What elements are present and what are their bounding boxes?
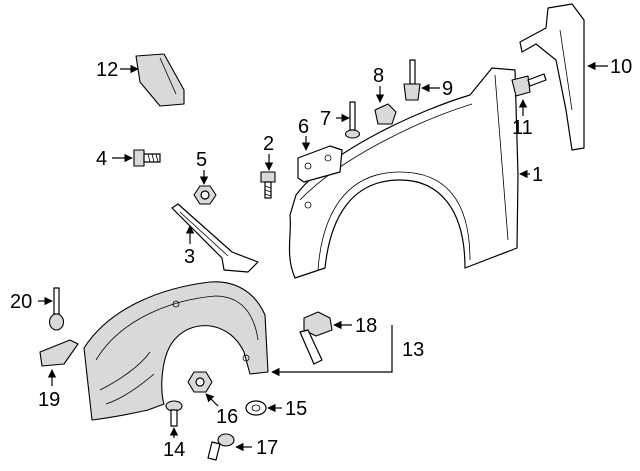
callout-14: 14 [163, 439, 185, 461]
callout-8: 8 [373, 65, 384, 87]
bracket-part-18[interactable] [299, 311, 333, 365]
callout-17: 17 [256, 437, 278, 459]
stud-part-9[interactable] [403, 59, 421, 101]
callout-20: 20 [10, 291, 32, 313]
screw-part-14[interactable] [165, 400, 183, 427]
washer-part-15[interactable] [245, 400, 267, 416]
callout-2: 2 [263, 133, 274, 155]
stud-part-20[interactable] [48, 287, 65, 331]
nut-part-5[interactable] [193, 185, 217, 205]
callout-labels: 1 2 3 4 5 6 7 8 9 10 11 12 13 14 15 16 1… [10, 56, 632, 461]
fender-part[interactable] [288, 67, 519, 279]
clip-part-8[interactable] [374, 103, 397, 125]
bolt-part-4[interactable] [133, 149, 161, 167]
block-part-12[interactable] [135, 53, 185, 107]
callout-11: 11 [512, 117, 533, 139]
callout-9: 9 [442, 78, 453, 100]
callout-7: 7 [320, 108, 331, 130]
callout-6: 6 [298, 116, 309, 138]
callout-4: 4 [96, 148, 107, 170]
callout-15: 15 [285, 398, 307, 420]
bracket-part-6[interactable] [297, 145, 343, 183]
bracket-part-3[interactable] [171, 203, 259, 273]
callout-12: 12 [96, 59, 118, 81]
callout-1: 1 [532, 164, 543, 186]
fender-liner-part[interactable] [83, 281, 269, 421]
bolt-part-2[interactable] [260, 171, 276, 199]
callout-19: 19 [38, 389, 60, 411]
seal-panel-part-10[interactable] [519, 3, 585, 151]
callout-10: 10 [610, 56, 632, 78]
callout-16: 16 [216, 406, 238, 428]
callout-13: 13 [402, 339, 424, 361]
clip-part-19[interactable] [39, 339, 79, 367]
screw-part-17[interactable] [207, 433, 235, 461]
callout-18: 18 [355, 315, 377, 337]
callout-5: 5 [196, 149, 207, 171]
stud-part-7[interactable] [344, 101, 361, 139]
callout-3: 3 [184, 246, 195, 268]
leader-lines [38, 61, 608, 452]
nut-part-16[interactable] [187, 371, 213, 393]
clip-part-11[interactable] [511, 73, 547, 97]
